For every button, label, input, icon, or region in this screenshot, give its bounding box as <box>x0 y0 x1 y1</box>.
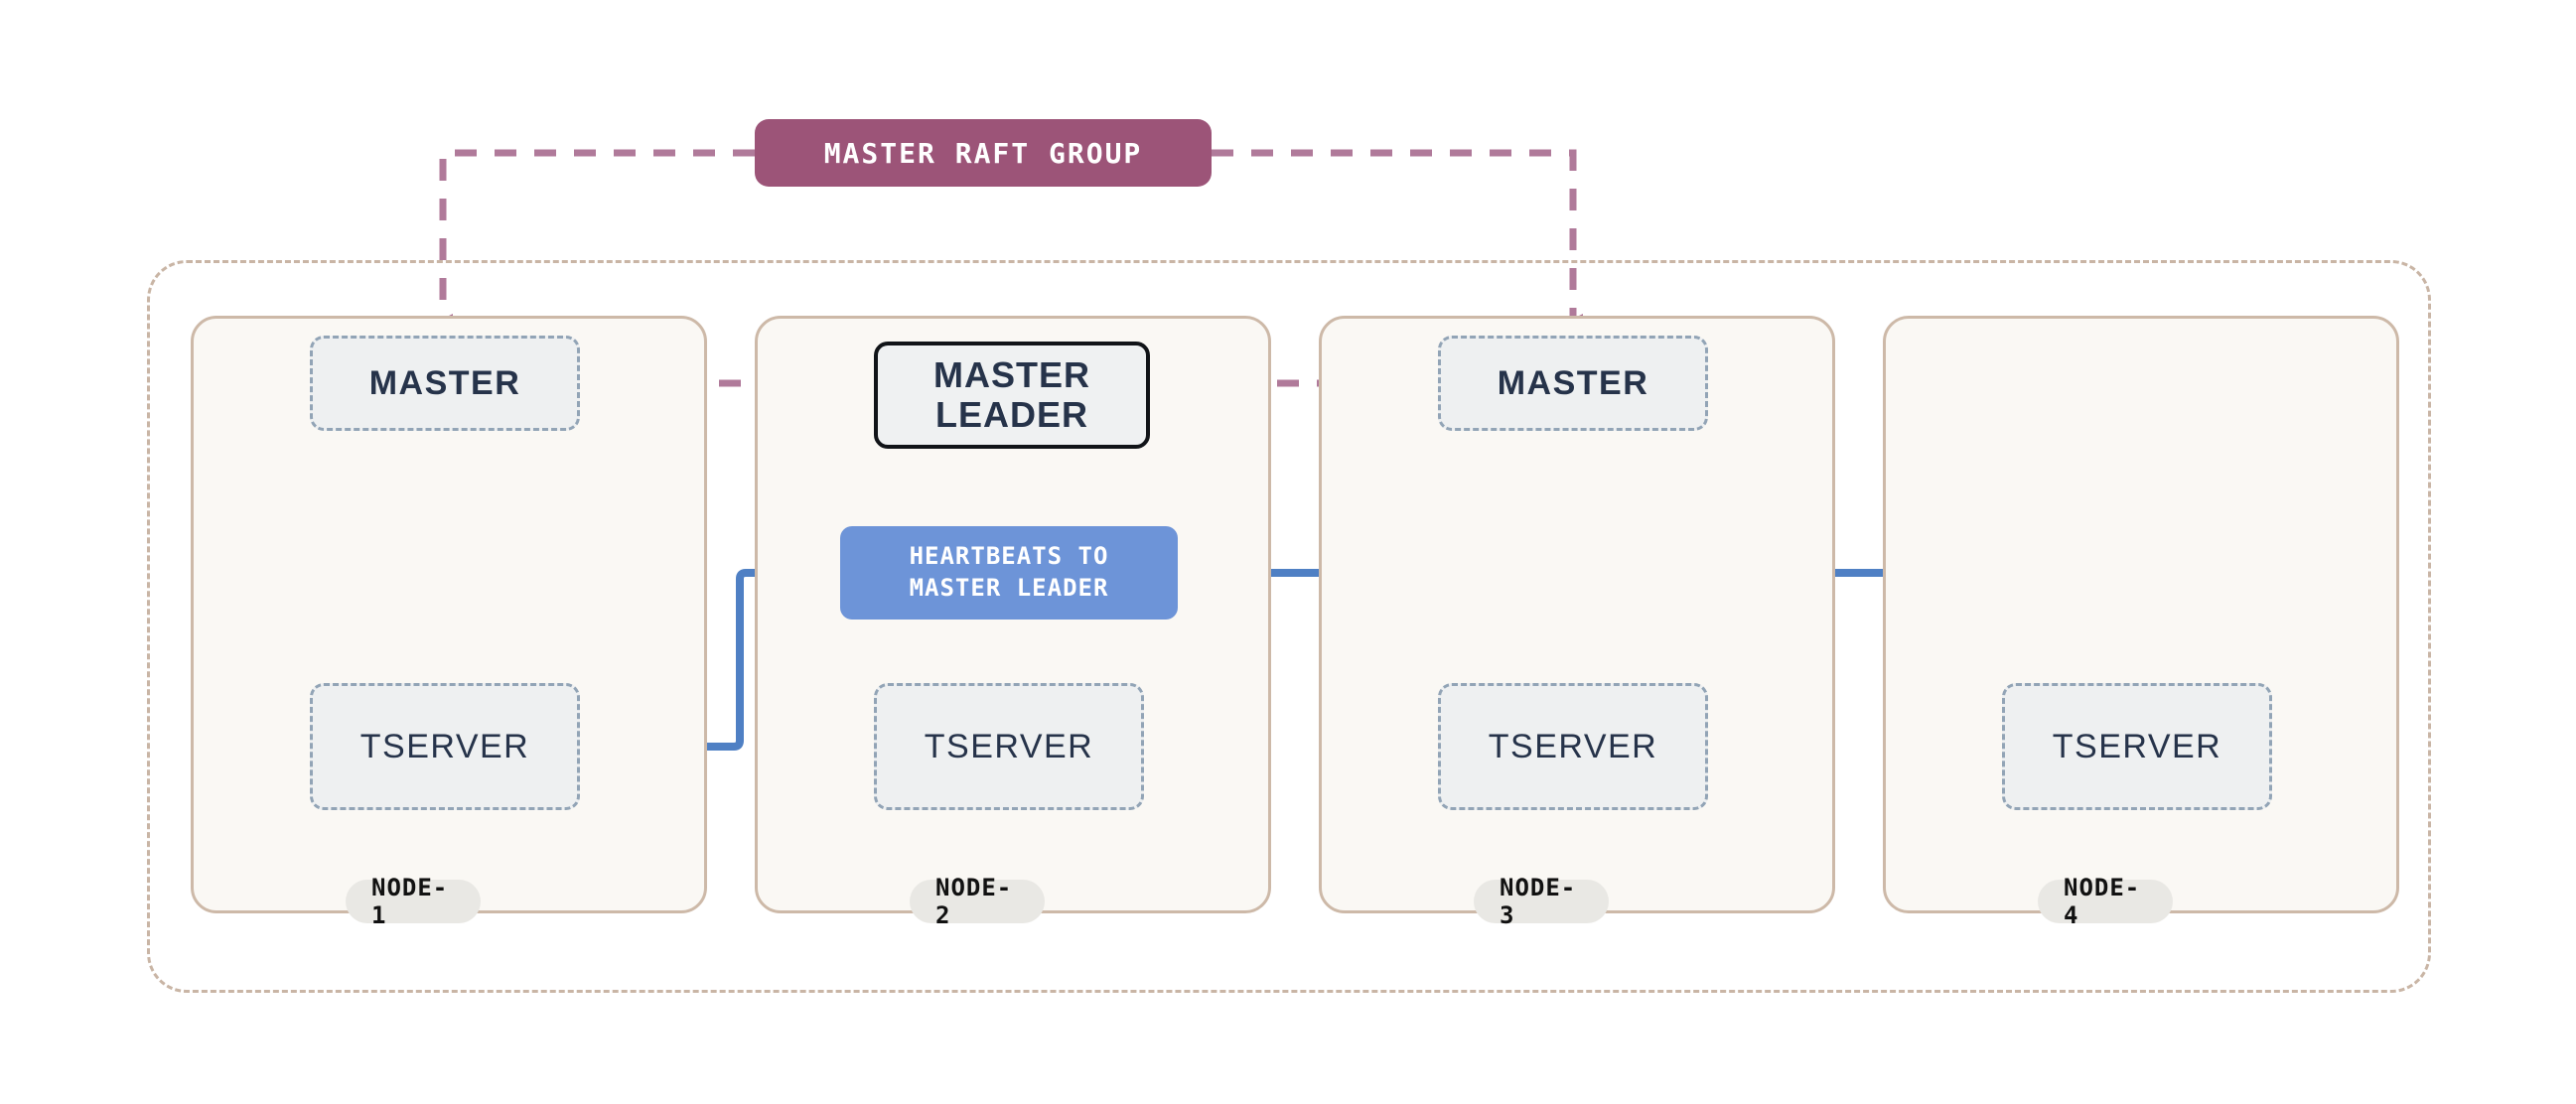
heartbeats-line-1: HEARTBEATS TO <box>909 542 1109 571</box>
tserver-box-node-3[interactable]: TSERVER <box>1438 683 1708 810</box>
master-box-node-1[interactable]: MASTER <box>310 336 580 431</box>
node-label-4: NODE-4 <box>2038 874 2173 929</box>
master-box-node-3[interactable]: MASTER <box>1438 336 1708 431</box>
node-label-2: NODE-2 <box>910 874 1045 929</box>
tserver-box-node-1[interactable]: TSERVER <box>310 683 580 810</box>
master-leader-box-node-2[interactable]: MASTER LEADER <box>874 342 1150 449</box>
node-label-3: NODE-3 <box>1474 874 1609 929</box>
heartbeats-line-2: MASTER LEADER <box>909 574 1109 602</box>
tserver-box-node-4[interactable]: TSERVER <box>2002 683 2272 810</box>
master-leader-line-2: LEADER <box>934 394 1088 435</box>
master-leader-line-1: MASTER <box>933 353 1090 395</box>
node-container-4[interactable] <box>1883 316 2399 913</box>
tserver-box-node-2[interactable]: TSERVER <box>874 683 1144 810</box>
cluster-boundary <box>147 260 2431 993</box>
node-label-1: NODE-1 <box>346 874 481 929</box>
master-raft-group-badge[interactable]: MASTER RAFT GROUP <box>755 119 1212 187</box>
heartbeats-to-master-leader-badge[interactable]: HEARTBEATS TO MASTER LEADER <box>840 526 1178 620</box>
